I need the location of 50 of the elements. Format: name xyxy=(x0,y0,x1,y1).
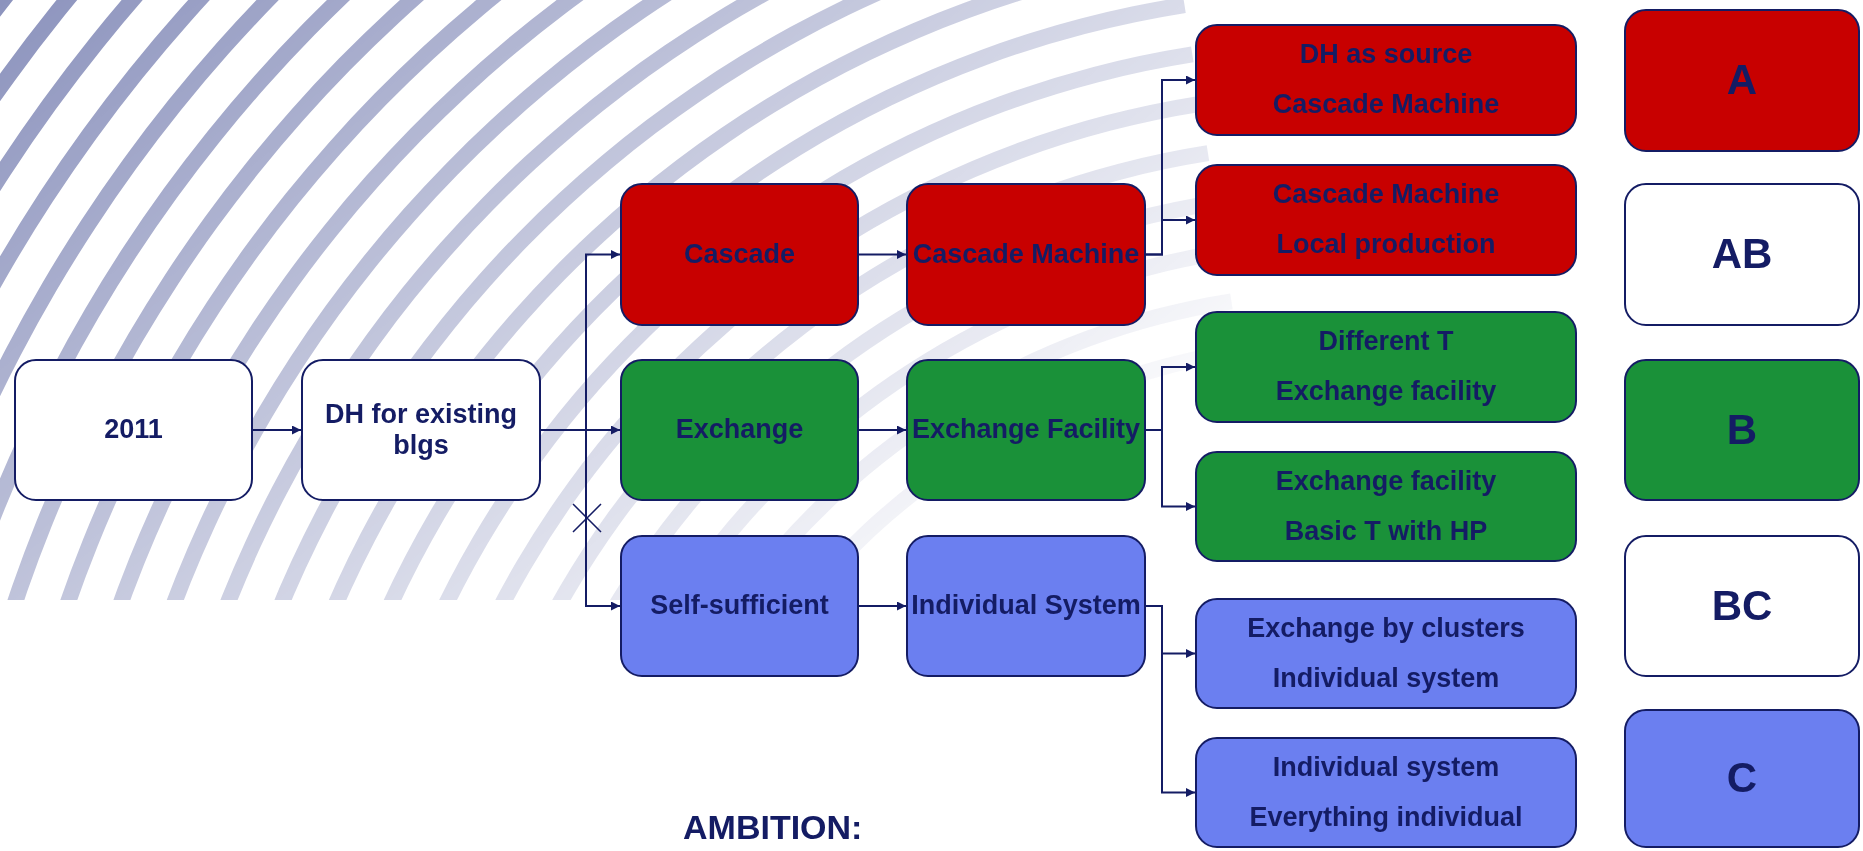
node-label: A xyxy=(1726,56,1758,105)
process-box xyxy=(1195,598,1577,709)
node-label: Cascade Machine xyxy=(1272,179,1500,211)
process-box xyxy=(301,359,541,501)
process-box xyxy=(620,183,859,326)
process-box xyxy=(620,359,859,501)
node-label: Exchange Facility xyxy=(911,414,1141,446)
process-box xyxy=(1195,311,1577,423)
node-label: B xyxy=(1726,405,1758,455)
node-label: AB xyxy=(1711,230,1773,279)
node-label: Individual System xyxy=(911,590,1141,622)
process-box xyxy=(620,535,859,677)
process-box xyxy=(1624,709,1860,848)
node-label: Cascade Machine xyxy=(912,238,1140,270)
node-label: Exchange facility xyxy=(1275,466,1497,498)
node-label: C xyxy=(1726,754,1758,803)
node-label: Exchange xyxy=(675,414,804,446)
process-box xyxy=(1624,359,1860,501)
node-label: Individual system xyxy=(1272,662,1500,694)
arrow xyxy=(252,425,302,435)
process-box xyxy=(1195,737,1577,848)
node-label: Different T xyxy=(1318,326,1454,358)
node-label: Local production xyxy=(1276,229,1496,261)
node-label: DH as source xyxy=(1299,39,1473,71)
node-label: Everything individual xyxy=(1249,801,1523,833)
node-label: Individual system xyxy=(1272,752,1500,784)
node-label: Basic T with HP xyxy=(1284,515,1488,547)
process-box xyxy=(1624,183,1860,326)
arrow xyxy=(858,425,907,435)
node-label: Cascade Machine xyxy=(1272,89,1500,121)
process-box xyxy=(1195,164,1577,276)
node-label: Exchange by clusters xyxy=(1247,613,1525,645)
process-box xyxy=(1624,9,1860,152)
node-label: Self-sufficient xyxy=(650,590,829,622)
process-box xyxy=(906,535,1146,677)
node-label: DH for existing blgs xyxy=(324,398,518,462)
process-box xyxy=(1624,535,1860,677)
node-label: 2011 xyxy=(104,414,163,446)
process-box xyxy=(906,183,1146,326)
node-label: Cascade xyxy=(683,238,796,270)
process-box xyxy=(14,359,253,501)
heading-text: AMBITION: xyxy=(683,810,863,844)
arrow xyxy=(858,601,907,611)
node-label: Exchange facility xyxy=(1275,376,1497,408)
node-label: BC xyxy=(1711,581,1773,631)
arrow xyxy=(858,250,907,259)
process-box xyxy=(1195,451,1577,562)
process-box xyxy=(1195,24,1577,136)
arrow xyxy=(1145,215,1196,256)
process-box xyxy=(906,359,1146,501)
